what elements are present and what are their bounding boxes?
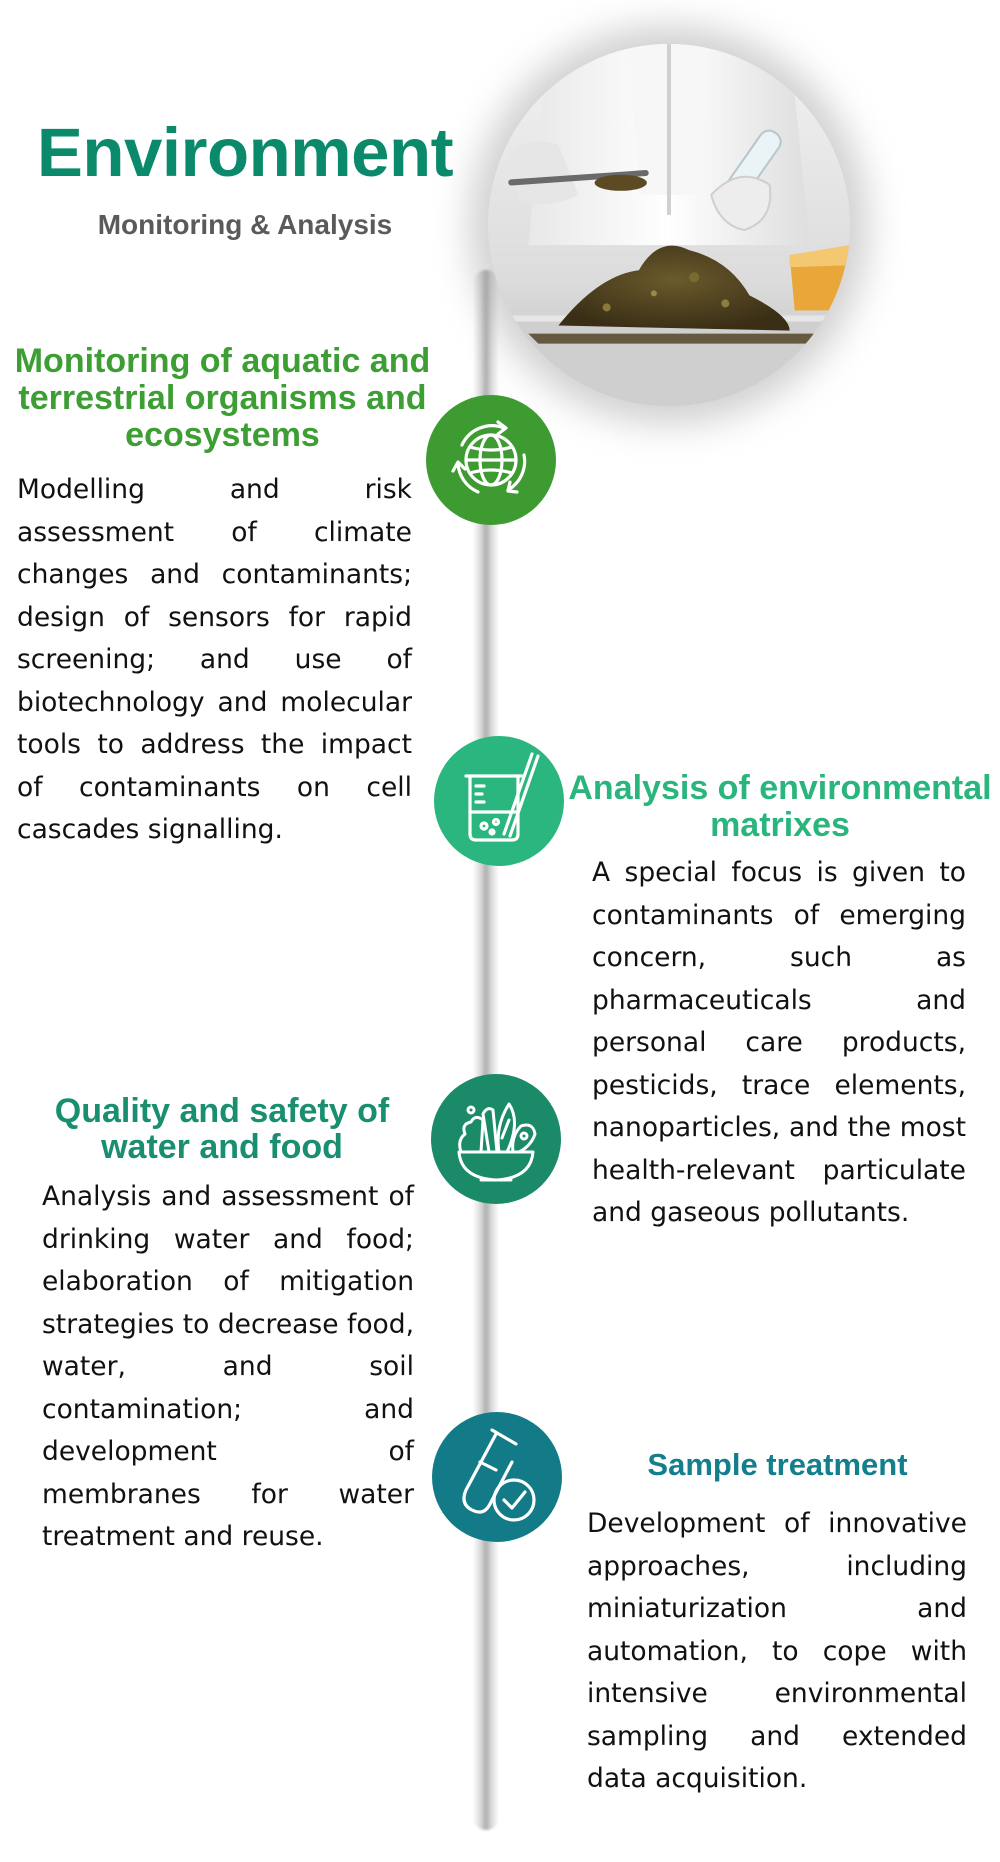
section-heading-monitoring: Monitoring of aquatic and terrestrial or…: [14, 342, 431, 454]
test-tube-check-icon: [432, 1412, 562, 1542]
page-subtitle: Monitoring & Analysis: [97, 209, 393, 240]
section-body-sample-treatment: Development of innovative approaches, in…: [587, 1508, 967, 1794]
section-heading-analysis: Analysis of environmental matrixes: [568, 769, 992, 844]
section-body-quality: Analysis and assessment of drinking wate…: [42, 1181, 414, 1552]
section-body-analysis: A special focus is given to contaminants…: [592, 857, 966, 1228]
salad-bowl-icon: [431, 1074, 561, 1204]
globe-recycle-icon: [426, 395, 556, 525]
timeline-line: [473, 270, 499, 1830]
section-body-monitoring: Modelling and risk assessment of climate…: [17, 474, 412, 845]
section-heading-quality: Quality and safety of water and food: [54, 1092, 390, 1166]
page-title: Environment: [36, 114, 454, 191]
beaker-icon: [434, 736, 564, 866]
lab-soil-sample-photo: [488, 44, 850, 406]
section-heading-sample-treatment: Sample treatment: [647, 1447, 908, 1482]
